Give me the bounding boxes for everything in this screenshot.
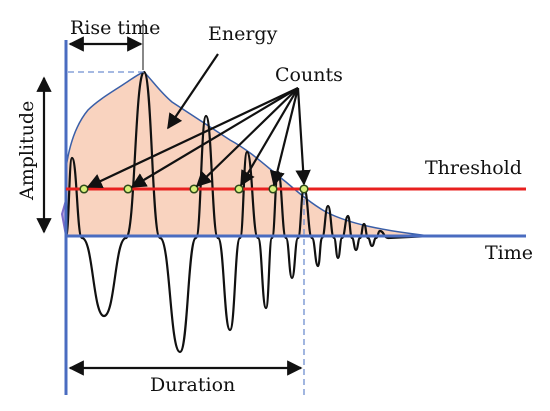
- counts-arrow: [295, 87, 311, 186]
- count-marker: [79, 184, 89, 194]
- count-marker: [123, 184, 133, 194]
- counts-arrow: [130, 87, 299, 188]
- count-marker: [234, 184, 244, 194]
- duration-label: Duration: [150, 374, 235, 396]
- count-marker: [189, 184, 199, 194]
- energy-arrow: [167, 53, 219, 130]
- counts-arrow: [269, 87, 300, 187]
- count-markers: [79, 184, 309, 194]
- rise-time-label: Rise time: [70, 17, 160, 39]
- counts-label: Counts: [275, 64, 343, 86]
- amplitude-label: Amplitude: [16, 101, 38, 201]
- counts-arrow: [195, 87, 299, 188]
- energy-label: Energy: [208, 23, 278, 45]
- time-label: Time: [485, 242, 533, 264]
- count-marker: [299, 184, 309, 194]
- count-marker: [268, 184, 278, 194]
- threshold-label: Threshold: [425, 157, 522, 179]
- counts-arrow: [240, 87, 299, 187]
- counts-arrow: [86, 87, 299, 189]
- counts-arrows: [86, 87, 311, 189]
